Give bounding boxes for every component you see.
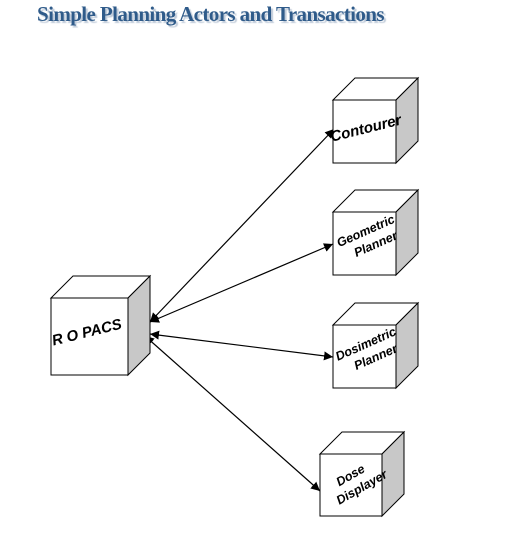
actor-geometric-planner: Geometric Planner (331, 188, 420, 277)
connector-ropacs-contourer (149, 128, 335, 323)
actor-dosimetric-planner: Dosimetric Planner (331, 301, 420, 390)
actor-contourer: Contourer (329, 76, 420, 165)
connector-ropacs-dosimetric-planner (149, 330, 334, 361)
actor-dose-displayer: Dose Displayer (318, 430, 406, 518)
connector-ropacs-geometric-planner (149, 243, 334, 323)
page-title: Simple Planning Actors and Transactions (37, 2, 384, 26)
connector-ropacs-dose-displayer (144, 335, 321, 492)
actor-ropacs: R O PACS (49, 274, 152, 377)
